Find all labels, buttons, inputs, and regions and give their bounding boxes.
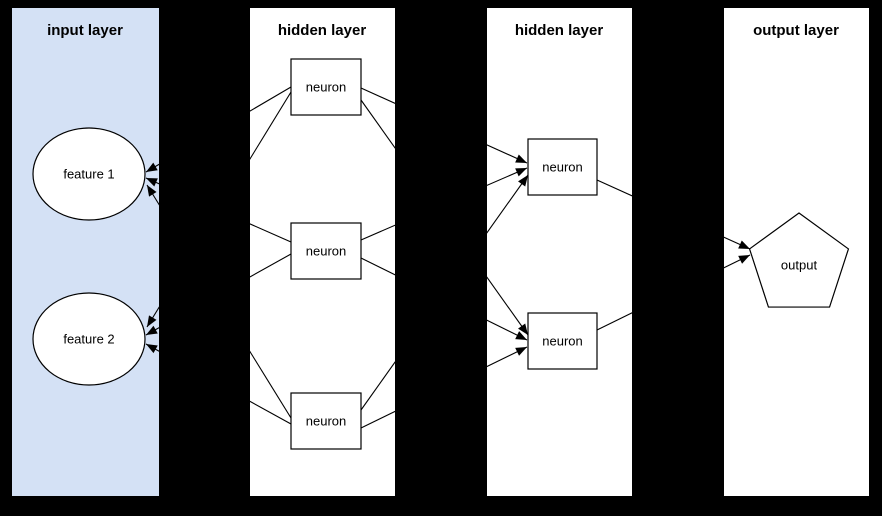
node-label: neuron — [542, 333, 582, 348]
layer-title-hidden-2: hidden layer — [515, 22, 604, 39]
layer-title-input: input layer — [47, 22, 123, 39]
panel-gap-mask — [869, 0, 882, 516]
edge-arrowhead-icon — [515, 331, 527, 340]
layer-panel-hidden-2 — [487, 8, 632, 496]
node-h1-n2[interactable]: neuron — [290, 222, 362, 280]
node-h1-n1[interactable]: neuron — [290, 58, 362, 116]
node-label: neuron — [306, 413, 346, 428]
layer-title-output: output layer — [753, 22, 839, 39]
edge-arrowhead-icon — [515, 347, 527, 356]
node-pentagon-shape[interactable] — [748, 212, 850, 308]
node-label: neuron — [542, 159, 582, 174]
node-label: output — [781, 257, 818, 272]
node-h1-n3[interactable]: neuron — [290, 392, 362, 450]
edge-arrowhead-icon — [738, 255, 750, 264]
node-rect-shape[interactable] — [290, 58, 362, 116]
layer-nodes-group: feature 1 feature 2 neuron neuron neuron neur… — [32, 58, 850, 450]
node-label: neuron — [306, 79, 346, 94]
layer-titles-group: input layer hidden layer hidden layer outpu… — [47, 22, 839, 39]
node-label: feature 2 — [63, 331, 114, 346]
edge-arrowhead-icon — [518, 323, 528, 335]
edge-arrowhead-icon — [515, 168, 527, 177]
edge-arrowhead-icon — [147, 315, 157, 327]
node-ellipse-shape[interactable] — [32, 292, 146, 386]
node-feature-2[interactable]: feature 2 — [32, 292, 146, 386]
edge-arrowhead-icon — [515, 154, 527, 163]
edge-arrowhead-icon — [146, 325, 158, 335]
edge-arrowhead-icon — [146, 178, 158, 187]
node-ellipse-shape[interactable] — [32, 127, 146, 221]
edge-arrowhead-icon — [147, 185, 157, 197]
layer-title-hidden-1: hidden layer — [278, 22, 367, 39]
panel-gap-mask — [0, 0, 12, 516]
edge-arrowhead-icon — [146, 162, 158, 172]
panel-gap-mask — [159, 0, 250, 516]
edge-arrowhead-icon — [146, 344, 158, 354]
panel-gap-mask — [0, 496, 882, 516]
node-rect-shape[interactable] — [290, 392, 362, 450]
node-rect-shape[interactable] — [527, 312, 598, 370]
node-rect-shape[interactable] — [290, 222, 362, 280]
node-out-1[interactable]: output — [748, 212, 850, 308]
node-h2-n2[interactable]: neuron — [527, 312, 598, 370]
node-h2-n1[interactable]: neuron — [527, 138, 598, 196]
node-label: feature 1 — [63, 166, 114, 181]
node-feature-1[interactable]: feature 1 — [32, 127, 146, 221]
node-label: neuron — [306, 243, 346, 258]
panel-gap-mask — [0, 0, 882, 8]
panel-gap-mask — [395, 0, 487, 516]
panel-gap-mask — [632, 0, 724, 516]
node-rect-shape[interactable] — [527, 138, 598, 196]
edge-arrowhead-icon — [518, 175, 528, 187]
edge-arrowhead-icon — [738, 240, 750, 249]
layer-panel-input — [12, 8, 159, 496]
